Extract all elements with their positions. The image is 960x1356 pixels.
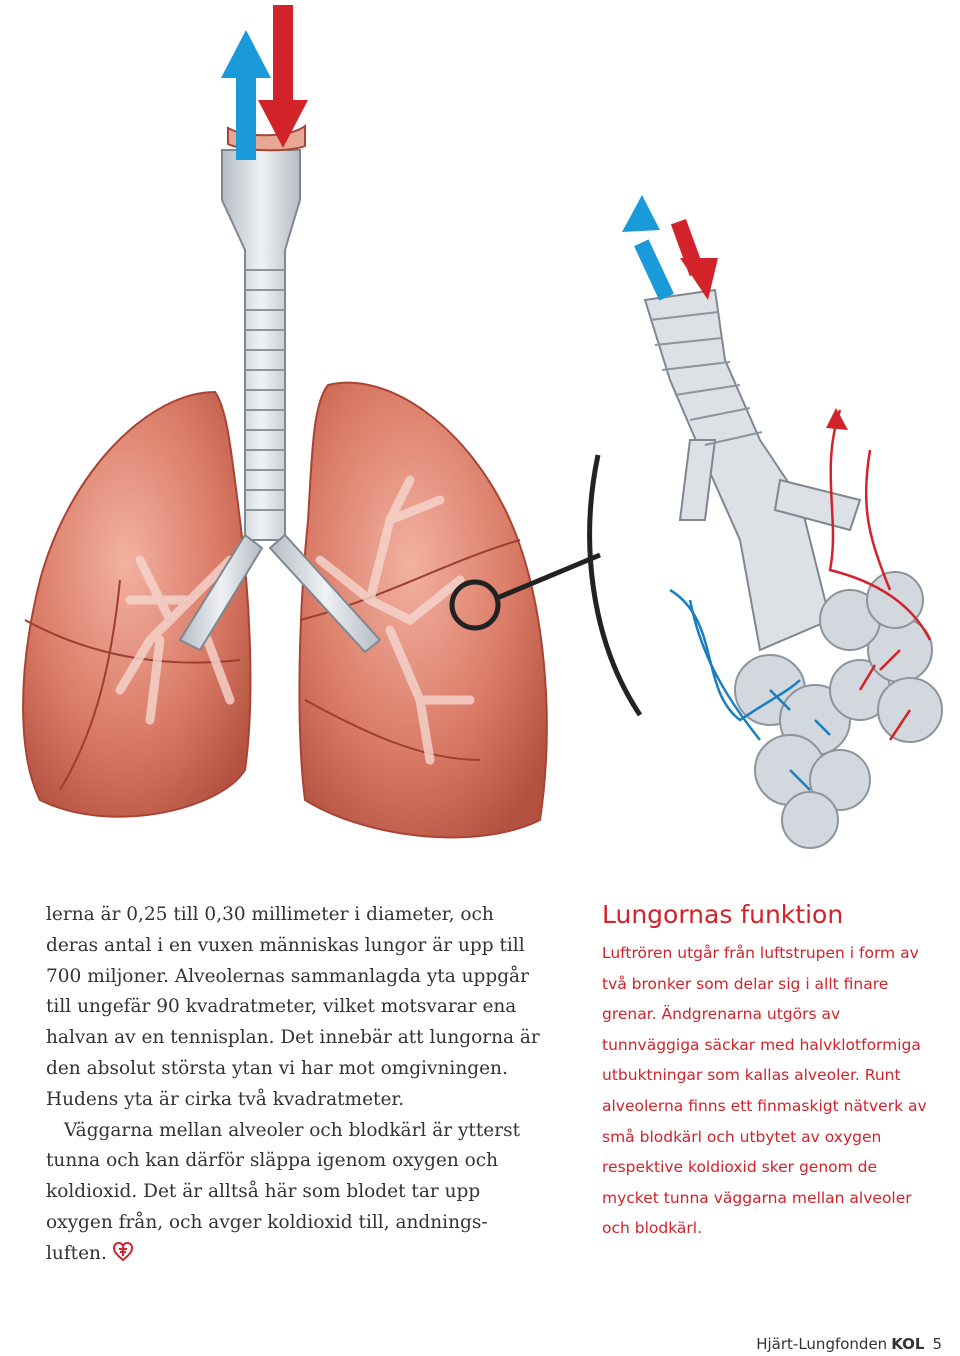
footer-brand: Hjärt-Lungfonden	[756, 1335, 888, 1353]
sidebar-heading: Lungornas funktion	[602, 900, 844, 929]
sidebar-text: Luftrören utgår från luftstrupen i form …	[602, 944, 927, 1238]
up-arrow-blue-icon	[622, 195, 674, 301]
body-paragraph-2: Väggarna mellan alveoler och blodkärl är…	[46, 1116, 546, 1270]
left-lung	[22, 390, 252, 818]
down-arrow-red-icon	[670, 218, 718, 300]
down-arrow-red-icon	[258, 5, 308, 148]
sidebar-box: Lungornas funktion Luftrören utgår från …	[602, 898, 932, 1244]
magnifier-connector	[449, 454, 643, 717]
heart-logo-icon	[112, 1241, 133, 1262]
bronchiole-detail	[622, 195, 943, 849]
body-paragraph-1: lerna är 0,25 till 0,30 millimeter i dia…	[46, 904, 540, 1110]
page-number: 5	[932, 1335, 942, 1353]
up-arrow-blue-icon	[221, 30, 271, 160]
body-paragraph-2-text: Väggarna mellan alveoler och blodkärl är…	[46, 1119, 521, 1264]
body-text-column: lerna är 0,25 till 0,30 millimeter i dia…	[46, 900, 546, 1270]
lung-illustration	[22, 5, 943, 849]
footer-brand-suffix: KOL	[891, 1335, 925, 1353]
